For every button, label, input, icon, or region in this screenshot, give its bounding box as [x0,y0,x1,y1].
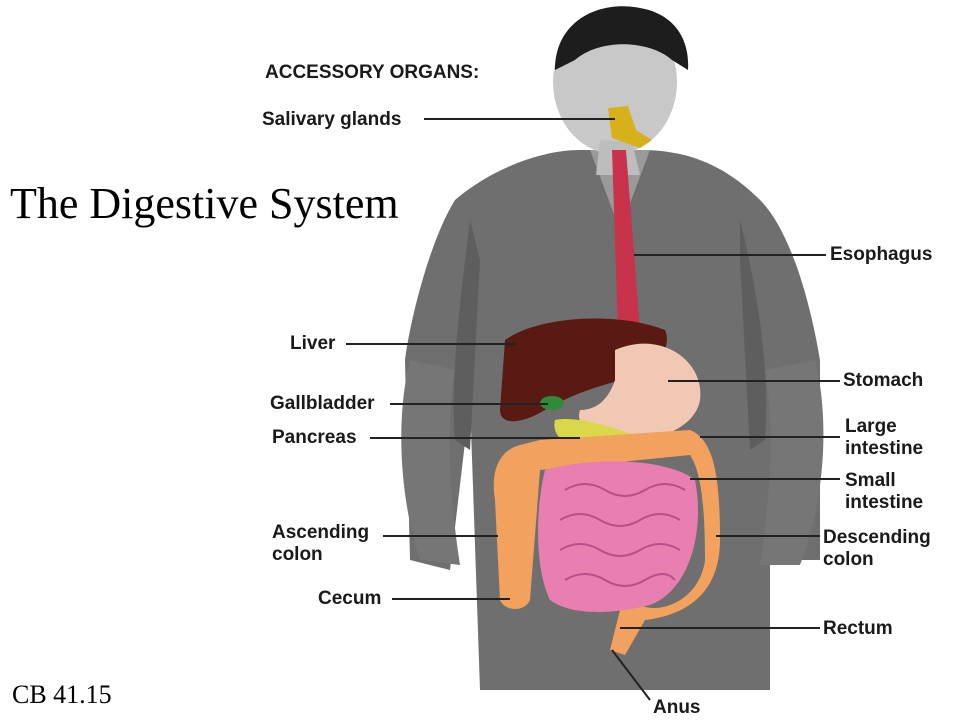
label-ascending-colon: Ascending colon [272,522,370,565]
accessory-organs-header: ACCESSORY ORGANS: [265,62,480,83]
esophagus-shape [612,150,640,330]
figure-reference: CB 41.15 [12,680,112,709]
large-intestine-shape [493,430,720,655]
organs [493,106,720,655]
leader-lines [346,118,840,701]
stomach-shape [579,343,701,441]
salivary-gland-shape [608,106,652,148]
label-descending-colon: Descending colon [823,527,931,570]
label-anus: Anus [653,697,701,718]
liver-shape [500,318,667,422]
label-gallbladder: Gallbladder [270,393,375,414]
gallbladder-shape [540,396,564,410]
label-rectum: Rectum [823,618,893,639]
label-salivary-glands: Salivary glands [262,109,402,130]
slide-title: The Digestive System [10,179,399,228]
label-esophagus: Esophagus [830,244,933,265]
label-small-intestine: Small intestine [845,470,924,513]
label-liver: Liver [290,333,336,354]
label-pancreas: Pancreas [272,427,357,448]
label-cecum: Cecum [318,588,382,609]
label-stomach: Stomach [843,370,924,391]
label-large-intestine: Large intestine [845,416,924,459]
